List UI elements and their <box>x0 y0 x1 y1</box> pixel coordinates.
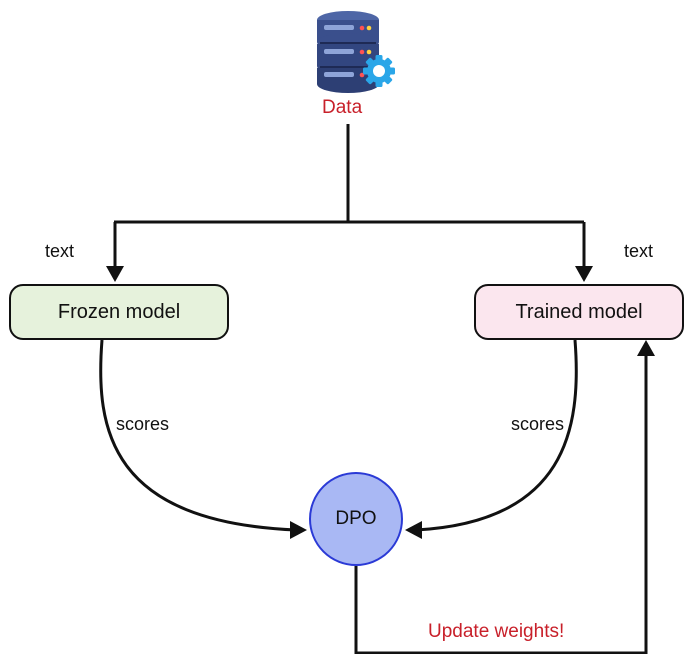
arrowhead-trained <box>575 266 593 282</box>
scores-curve-left <box>99 339 297 532</box>
arrowhead-trained-update <box>637 340 655 356</box>
text-label-left: text <box>45 241 75 261</box>
arrowhead-dpo-left <box>290 521 307 539</box>
update-weights-label: Update weights! <box>428 621 565 642</box>
scores-label-right: scores <box>511 414 565 434</box>
arrowhead-dpo-right <box>405 521 422 539</box>
scores-label-left: scores <box>116 414 170 434</box>
frozen-model-label: Frozen model <box>57 300 181 323</box>
trained-model-node: Trained model <box>474 284 684 340</box>
gear-icon <box>363 55 395 87</box>
dpo-label: DPO <box>335 508 377 529</box>
database-gear-icon <box>317 11 395 93</box>
scores-curve-right <box>415 339 578 532</box>
arrowhead-frozen <box>106 266 124 282</box>
update-weights-path <box>354 352 648 654</box>
text-label-right: text <box>624 241 654 261</box>
dpo-node: DPO <box>309 472 403 566</box>
frozen-model-node: Frozen model <box>9 284 229 340</box>
trained-model-label: Trained model <box>515 300 643 323</box>
data-label: Data <box>322 97 363 118</box>
